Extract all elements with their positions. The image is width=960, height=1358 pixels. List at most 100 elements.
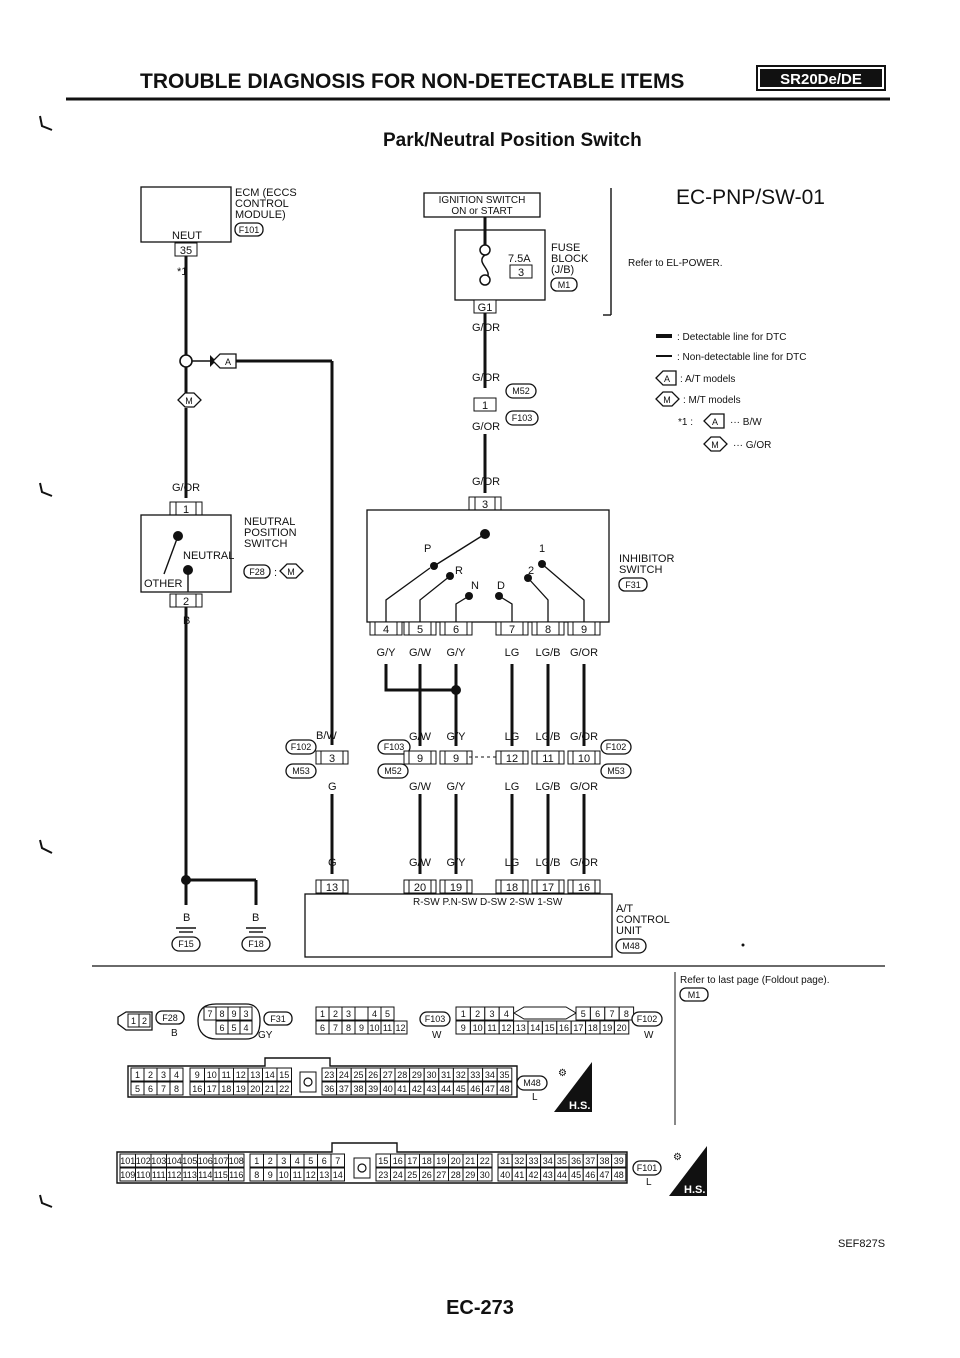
m48-c-top-1: 24	[339, 1070, 349, 1080]
inhibitor-contact-dots	[430, 560, 546, 600]
tcu-pin-2: 20	[414, 882, 426, 894]
refer-conn: M1	[688, 990, 701, 1000]
svg-text:⚙: ⚙	[673, 1152, 682, 1163]
f101-a-bot-1: 110	[136, 1170, 150, 1180]
ecm-pin: 35	[180, 245, 192, 257]
face-m48-color: L	[532, 1092, 538, 1103]
f31-bot-1: 5	[231, 1023, 236, 1033]
wire-gor-left: G/OR	[172, 482, 200, 494]
tcu-pin-4: 18	[506, 882, 518, 894]
pos-d: D	[497, 580, 505, 592]
f103-top-2: 3	[346, 1009, 351, 1019]
m48-c-bot-6: 42	[412, 1084, 422, 1094]
f101-c-bot-1: 24	[393, 1170, 403, 1180]
f102-bot-1: 10	[473, 1023, 483, 1033]
refer-el-power: Refer to EL-POWER.	[628, 258, 722, 269]
f101-a-bot-0: 109	[120, 1170, 135, 1180]
branch-a-tag: A	[212, 353, 237, 369]
npsw-label-3: SWITCH	[244, 538, 287, 550]
m48-c-bot-11: 47	[485, 1084, 495, 1094]
refer-last: Refer to last page (Foldout page).	[680, 975, 830, 986]
m48-b-bot-3: 19	[236, 1084, 246, 1094]
legend-star: *1 :	[678, 417, 693, 428]
joint-m52-f103: G/OR M52 1 F103 G/OR	[472, 372, 539, 433]
conn-m52-b: M52	[384, 766, 402, 776]
mid-connector-left: B/W F102 M53 G G	[285, 730, 337, 869]
f102-bot-4: 13	[516, 1023, 526, 1033]
legend-m-text: : M/T models	[683, 395, 741, 406]
mid-pin-5: 11	[542, 753, 553, 765]
face-f28-conn: F28	[162, 1013, 178, 1023]
legend-detectable: : Detectable line for DTC	[677, 332, 787, 343]
f102-bot-5: 14	[530, 1023, 540, 1033]
ecm-wire	[179, 256, 216, 498]
fuse-block-conn: M1	[558, 280, 571, 290]
branch-a-label: A	[225, 357, 231, 367]
wire-label-mid-top-4: LG/B	[535, 731, 560, 743]
wire-label-mid-bot-1: G/W	[409, 781, 432, 793]
svg-text::: :	[274, 567, 277, 579]
tcu-conn: M48	[622, 941, 640, 951]
f101-c-bot-5: 28	[451, 1170, 461, 1180]
f101-a-top-3: 104	[167, 1156, 182, 1166]
inhibitor-pin-3: 6	[453, 624, 459, 636]
m48-c-top-10: 33	[470, 1070, 480, 1080]
wire-label-top-6: G/OR	[570, 647, 598, 659]
joint-pin-1: 1	[482, 400, 488, 412]
f28-cell-1: 2	[142, 1016, 147, 1026]
f101-c-top-0: 15	[378, 1156, 388, 1166]
m48-c-bot-3: 39	[368, 1084, 378, 1094]
npsw-pin1: 1	[183, 504, 189, 516]
neutral-position-switch: 1 NEUTRAL OTHER NEUTRAL POSITION SWITCH …	[140, 501, 304, 627]
f101-c-top-3: 18	[422, 1156, 432, 1166]
f101-c-top-2: 17	[407, 1156, 417, 1166]
f101-b-top-0: 1	[254, 1156, 259, 1166]
engine-tag: SR20De/DE	[780, 71, 862, 88]
m48-a-bot-0: 5	[135, 1084, 140, 1094]
f101-c-top-4: 19	[436, 1156, 446, 1166]
wire-label-mid-top-5: G/OR	[570, 731, 598, 743]
inhibitor-pin-6: 9	[581, 624, 587, 636]
f101-c-bot-0: 23	[378, 1170, 388, 1180]
f101-d-bot-3: 43	[543, 1170, 553, 1180]
f31-top-3: 3	[243, 1009, 248, 1019]
tcu-pin-5: 17	[542, 882, 554, 894]
f101-a-bot-2: 111	[152, 1170, 166, 1180]
wire-label-top-3: G/Y	[447, 647, 467, 659]
face-f102-conn: F102	[637, 1014, 658, 1024]
f102-bot-10: 19	[602, 1023, 612, 1033]
gnd-conn-f18: F18	[248, 939, 264, 949]
ecm-label-2: CONTROL	[235, 198, 289, 210]
f101-a-top-2: 103	[151, 1156, 166, 1166]
figure-code: SEF827S	[838, 1238, 885, 1250]
m48-b-top-2: 11	[222, 1070, 231, 1080]
wire-label-mid-bot-2: G/Y	[447, 781, 467, 793]
pos-1: 1	[539, 543, 545, 555]
wire-g-1: G	[328, 781, 337, 793]
m48-c-top-8: 31	[441, 1070, 451, 1080]
f103-bot-3: 9	[359, 1023, 364, 1033]
f28-cell-0: 1	[131, 1016, 136, 1026]
wire-label-top-4: LG	[505, 647, 520, 659]
f101-a-top-7: 108	[229, 1156, 244, 1166]
ecm-connector: F101	[239, 225, 260, 235]
f101-c-top-6: 21	[465, 1156, 475, 1166]
npsw-conn-b: M	[287, 567, 295, 577]
legend-star-a: A	[712, 417, 718, 427]
f102-bot-3: 12	[501, 1023, 511, 1033]
npsw-neutral: NEUTRAL	[183, 550, 234, 562]
npsw-pin2: 2	[183, 596, 189, 608]
m48-c-bot-1: 37	[339, 1084, 349, 1094]
f101-b-top-2: 3	[281, 1156, 286, 1166]
fuse-pin-g1: G1	[478, 302, 493, 314]
m48-b-top-6: 15	[279, 1070, 289, 1080]
wire-gor-4: G/OR	[472, 476, 500, 488]
m48-a-bot-3: 8	[174, 1084, 179, 1094]
f101-b-bot-6: 14	[333, 1170, 343, 1180]
inhibitor-pin-in: 3	[482, 499, 488, 511]
f31-top-2: 9	[231, 1009, 236, 1019]
ground-left: B B F15 F18	[171, 875, 271, 952]
mid-pin-2: 9	[417, 753, 423, 765]
